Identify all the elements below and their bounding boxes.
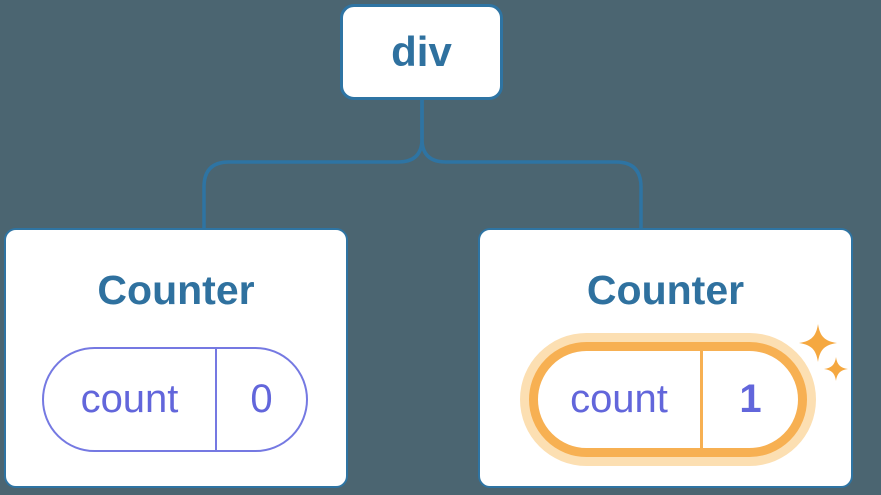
root-node-label: div — [391, 28, 452, 75]
state-label: count — [570, 377, 668, 421]
component-title: Counter — [97, 267, 255, 313]
pill-divider — [215, 349, 217, 450]
component-title: Counter — [586, 267, 745, 313]
sparkle-stars-icon — [799, 324, 848, 381]
counter-card-left: Counter count 0 — [4, 228, 348, 488]
connector-left-branch — [202, 100, 424, 229]
state-value: 1 — [739, 377, 762, 421]
root-node-div: div — [340, 4, 503, 100]
sparkle-big-star — [799, 324, 837, 362]
state-value: 0 — [250, 377, 273, 421]
counter-card-right: Counter count 1 — [478, 228, 853, 488]
pill-divider — [700, 351, 703, 448]
state-pill-count-0: count 0 — [42, 347, 308, 452]
sparkle-small-star — [824, 357, 848, 381]
state-pill-count-1-highlighted: count 1 — [529, 342, 807, 457]
state-label: count — [80, 377, 179, 421]
connector-right-branch — [420, 100, 643, 229]
